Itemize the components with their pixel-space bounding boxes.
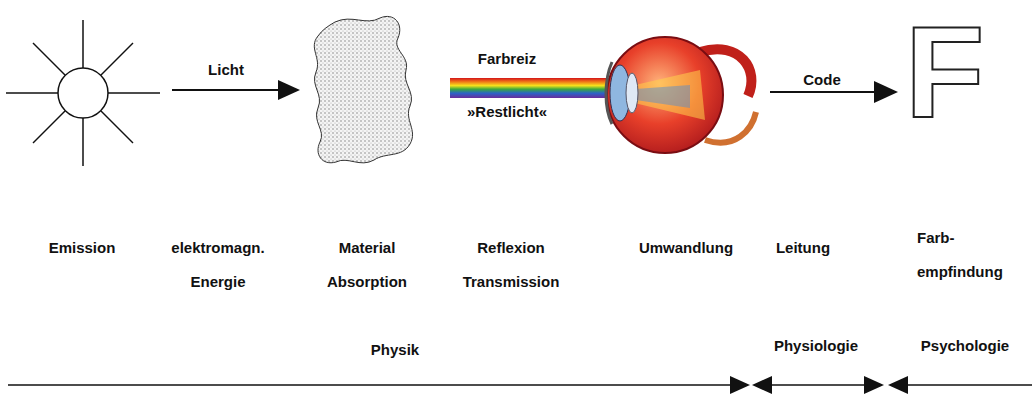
stage-label: Leitung: [776, 231, 830, 265]
arrow-label: Code: [803, 71, 841, 89]
sun-symbol: [6, 20, 160, 166]
range-bar: [8, 376, 1032, 394]
stage-label: Reflexion Transmission: [463, 231, 560, 299]
eye-illustration: [606, 37, 756, 153]
stage-label: Material Absorption: [327, 231, 407, 299]
arrow: [172, 80, 300, 100]
domain-label: Psychologie: [921, 337, 1009, 355]
arrow-label: Licht: [208, 61, 244, 79]
arrow-label: »Restlicht«: [467, 103, 547, 121]
stage-label: Farb- empfindung: [917, 221, 1003, 289]
material-blob: [314, 16, 412, 162]
stage-label: elektromagn. Energie: [171, 231, 264, 299]
light-beam: [450, 78, 620, 98]
domain-label: Physik: [371, 341, 419, 359]
stage-label: Emission: [49, 231, 116, 265]
domain-label: Physiologie: [774, 337, 858, 355]
stage-label: Umwandlung: [639, 231, 733, 265]
outline-letter: F: [905, 7, 984, 137]
arrow-label: Farbreiz: [478, 50, 536, 68]
